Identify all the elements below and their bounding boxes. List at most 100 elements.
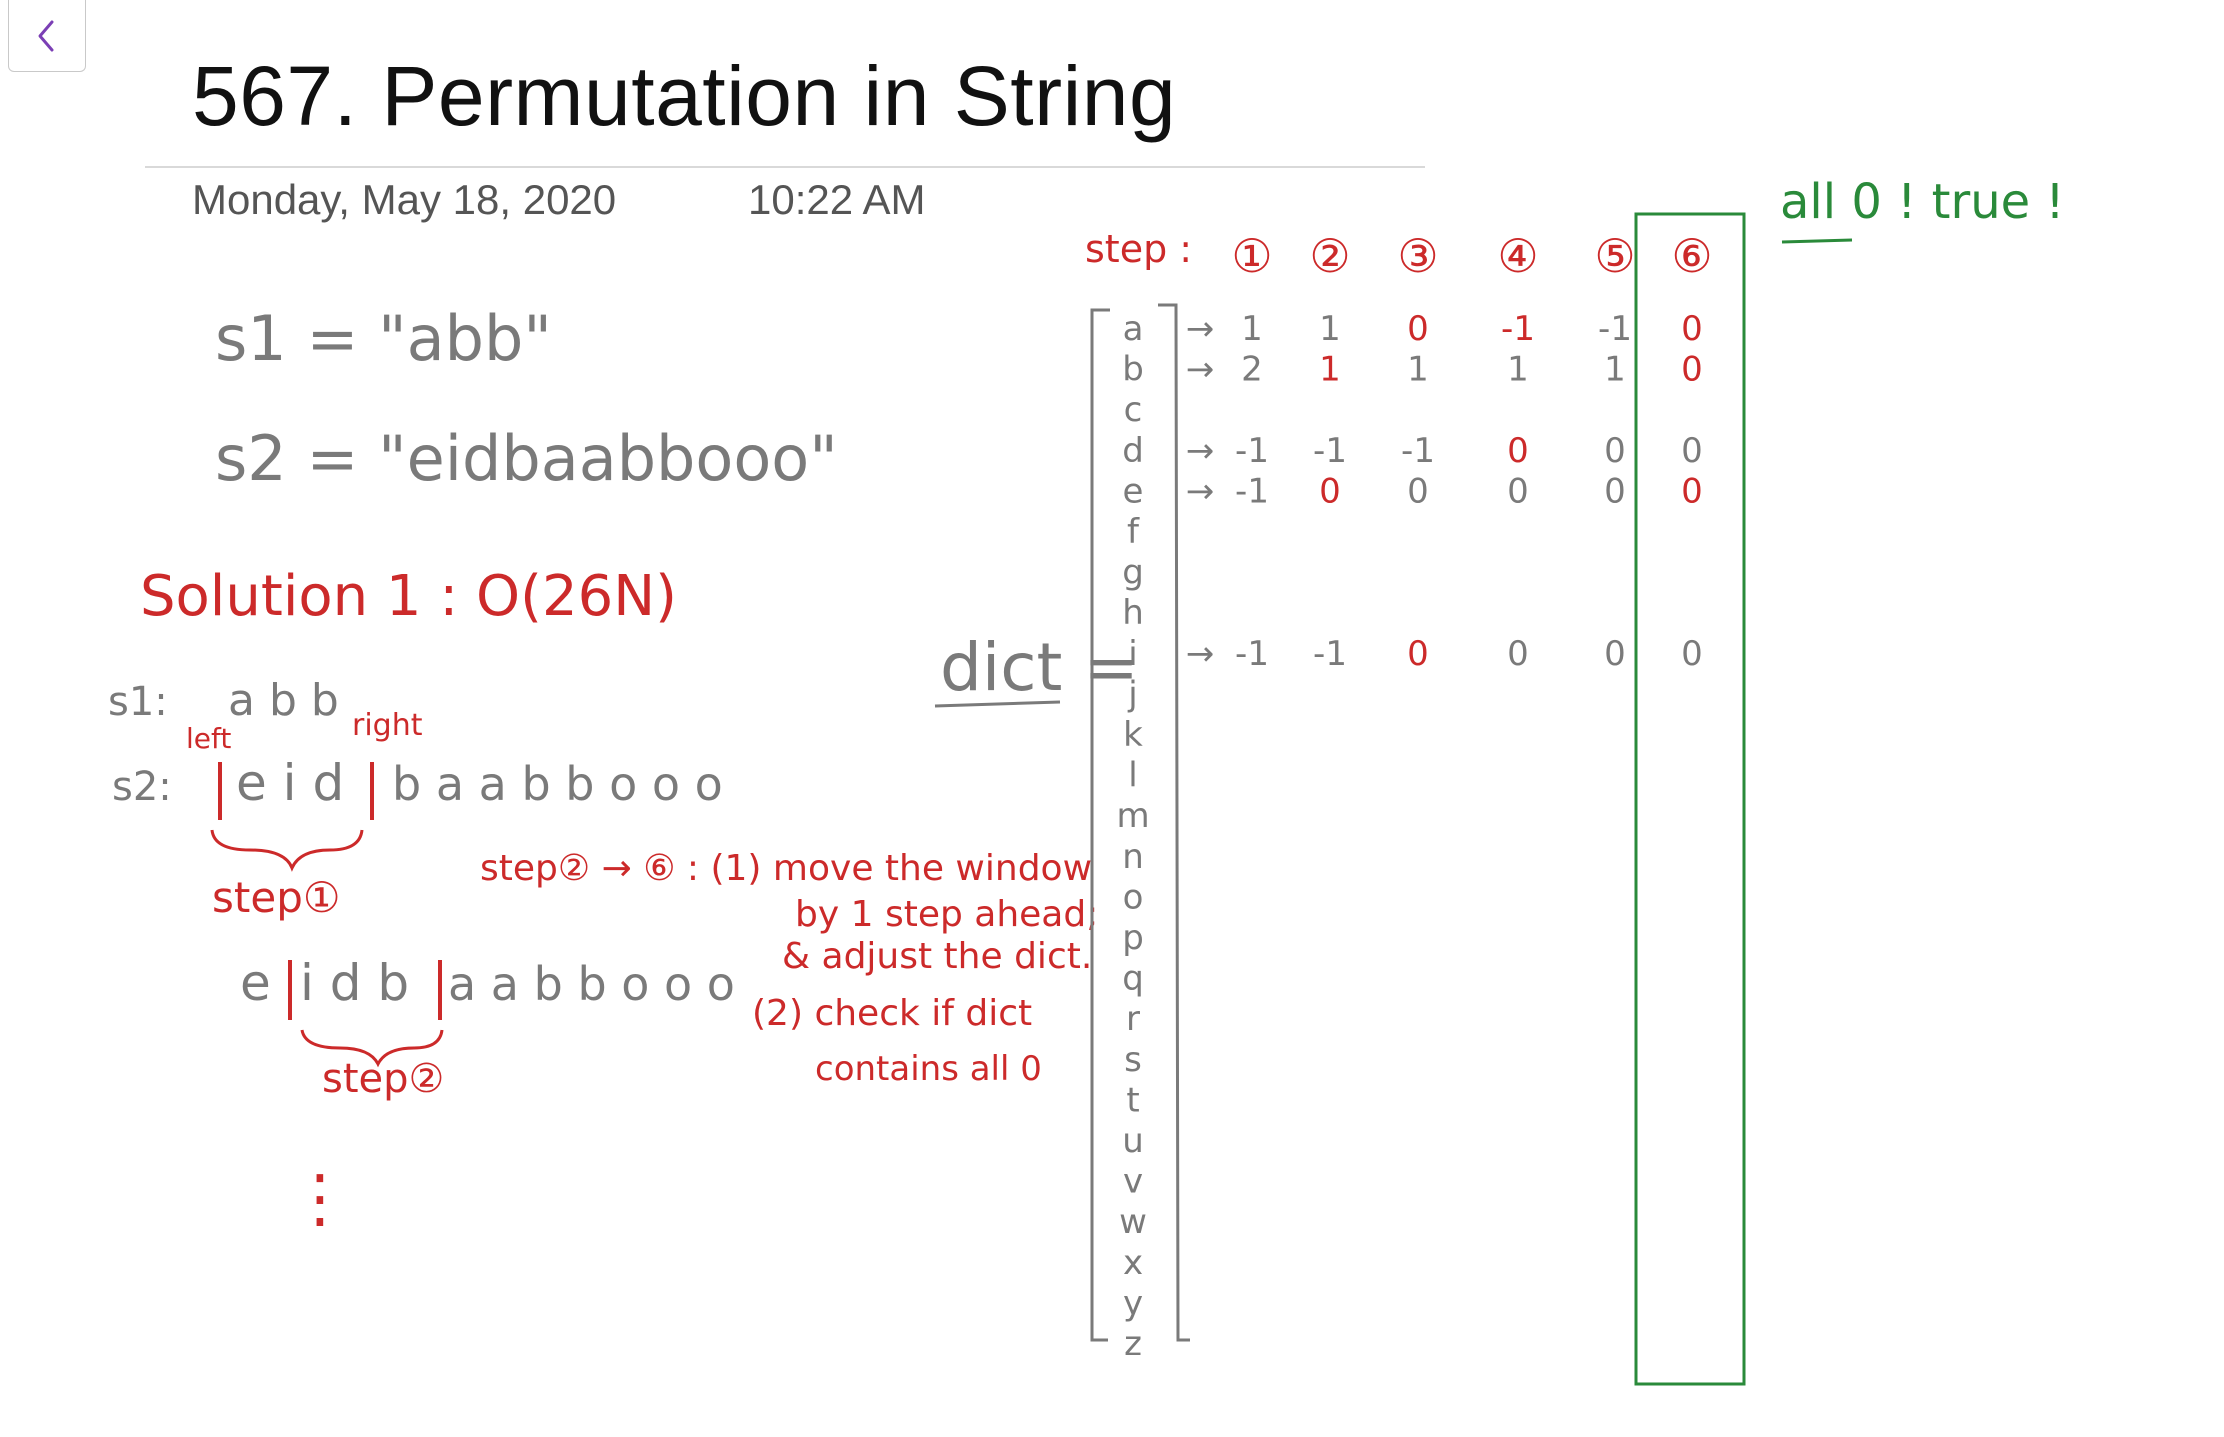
brace-step2	[300, 1029, 444, 1068]
step-header-2: ②	[1309, 229, 1350, 283]
dict-value-i-step1: -1	[1235, 634, 1269, 674]
dict-letter-x: x	[1123, 1243, 1143, 1283]
dict-value-a-step4: -1	[1501, 309, 1535, 349]
explanation-line-3: & adjust the dict.	[782, 936, 1092, 977]
dict-letter-m: m	[1116, 796, 1149, 836]
step-header-3: ③	[1397, 229, 1438, 283]
row2-first: e	[240, 954, 271, 1012]
dict-letter-d: d	[1122, 431, 1144, 471]
dict-value-d-step4: 0	[1507, 431, 1529, 471]
result-note: all 0 ! true !	[1780, 174, 2065, 230]
dict-value-d-step1: -1	[1235, 431, 1269, 471]
dict-value-e-step4: 0	[1507, 471, 1529, 511]
row2-rest: a a b b o o o	[448, 957, 735, 1011]
step-header-6: ⑥	[1671, 229, 1712, 283]
dict-label: dict =	[940, 629, 1139, 706]
dict-value-b-step4: 1	[1507, 350, 1529, 390]
dict-value-d-step2: -1	[1313, 431, 1347, 471]
dict-value-i-step6: 0	[1681, 634, 1703, 674]
s2-window-step1: e i d	[236, 754, 344, 812]
step1-label: step①	[212, 873, 341, 922]
dict-letter-l: l	[1128, 756, 1137, 796]
dict-letter-q: q	[1122, 959, 1144, 999]
dict-value-d-step6: 0	[1681, 431, 1703, 471]
s2-definition: s2 = "eidbaabbooo"	[215, 422, 838, 495]
chevron-left-icon	[38, 20, 54, 51]
dict-letter-y: y	[1123, 1283, 1143, 1323]
dict-letter-p: p	[1122, 918, 1144, 958]
dict-value-b-step3: 1	[1407, 350, 1429, 390]
s1-label: s1:	[108, 679, 168, 725]
page-title: 567. Permutation in String	[192, 49, 1177, 143]
page-date: Monday, May 18, 2020	[192, 176, 617, 223]
step-header-5: ⑤	[1594, 229, 1635, 283]
dict-right-bracket	[1158, 303, 1190, 1342]
step-header-1: ①	[1231, 229, 1272, 283]
dict-value-b-step5: 1	[1604, 350, 1626, 390]
dict-value-d-step5: 0	[1604, 431, 1626, 471]
s1-chars: a b b	[228, 675, 339, 726]
dict-value-d-step3: -1	[1401, 431, 1435, 471]
dict-value-e-step2: 0	[1319, 471, 1341, 511]
dict-value-a-step2: 1	[1319, 309, 1341, 349]
title-divider	[145, 166, 1425, 168]
dict-letter-j: j	[1127, 674, 1137, 714]
right-label: right	[352, 708, 423, 743]
dict-value-e-step5: 0	[1604, 471, 1626, 511]
row-arrow-a: →	[1186, 309, 1215, 349]
back-button[interactable]	[8, 0, 86, 72]
row-arrow-i: →	[1186, 634, 1215, 674]
ellipsis: ⋮	[288, 1162, 352, 1236]
dict-table: dict = step : abcdefghijklmnopqrstuvwxyz…	[934, 174, 2065, 1386]
dict-underline	[934, 700, 1061, 708]
s2-rest-step1: b a a b b o o o	[392, 757, 723, 811]
dict-value-a-step3: 0	[1407, 309, 1429, 349]
dict-letter-a: a	[1123, 309, 1144, 349]
explanation-line-1: step② → ⑥ : (1) move the window	[480, 848, 1092, 889]
dict-letter-w: w	[1119, 1202, 1147, 1242]
step-label: step :	[1085, 227, 1192, 271]
row-arrow-d: →	[1186, 431, 1215, 471]
dict-value-a-step5: -1	[1598, 309, 1632, 349]
step-header-4: ④	[1497, 229, 1538, 283]
dict-letter-b: b	[1122, 350, 1144, 390]
dict-value-i-step3: 0	[1407, 634, 1429, 674]
dict-letter-e: e	[1123, 471, 1144, 511]
row-arrow-b: →	[1186, 350, 1215, 390]
notes-left: s1 = "abb" s2 = "eidbaabbooo" Solution 1…	[108, 302, 1098, 1236]
dict-letter-u: u	[1122, 1121, 1144, 1161]
dict-value-a-step1: 1	[1241, 309, 1263, 349]
s1-definition: s1 = "abb"	[215, 302, 552, 375]
dict-value-b-step1: 2	[1241, 350, 1263, 390]
dict-letter-z: z	[1124, 1324, 1142, 1364]
dict-letter-r: r	[1126, 999, 1140, 1039]
dict-letter-o: o	[1123, 877, 1144, 917]
result-underline	[1781, 238, 1853, 244]
step2-label: step②	[322, 1056, 444, 1102]
dict-value-i-step2: -1	[1313, 634, 1347, 674]
s2-label: s2:	[112, 764, 172, 810]
dict-value-e-step1: -1	[1235, 471, 1269, 511]
dict-letter-i: i	[1128, 634, 1137, 674]
dict-letter-t: t	[1126, 1080, 1139, 1120]
brace-step1	[210, 829, 364, 872]
explanation-line-4: (2) check if dict	[752, 993, 1032, 1034]
dict-left-bracket	[1090, 308, 1110, 1342]
dict-value-e-step6: 0	[1681, 471, 1703, 511]
row2-window: i d b	[300, 954, 409, 1012]
left-label: left	[186, 722, 231, 755]
dict-letter-s: s	[1124, 1040, 1142, 1080]
step6-highlight-box	[1634, 212, 1746, 1386]
dict-value-e-step3: 0	[1407, 471, 1429, 511]
dict-value-i-step4: 0	[1507, 634, 1529, 674]
dict-letter-k: k	[1123, 715, 1143, 755]
dict-value-b-step2: 1	[1319, 350, 1341, 390]
dict-letter-g: g	[1122, 553, 1144, 593]
dict-letter-n: n	[1122, 837, 1144, 877]
dict-letter-c: c	[1124, 390, 1143, 430]
dict-letter-v: v	[1123, 1162, 1143, 1202]
solution-heading: Solution 1 : O(26N)	[140, 564, 677, 629]
